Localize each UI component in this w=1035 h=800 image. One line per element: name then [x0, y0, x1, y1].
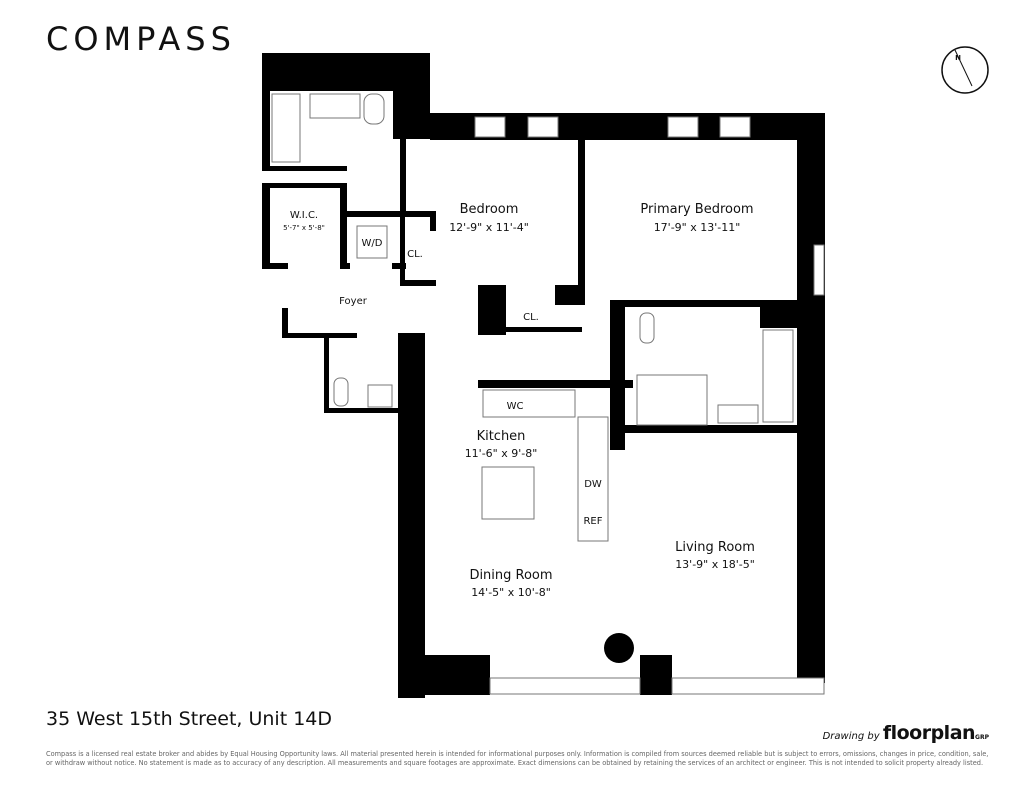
room-dining-dims: 14'-5" x 10'-8" — [471, 586, 551, 599]
room-closet-2: CL. — [523, 312, 539, 323]
room-living-dims: 13'-9" x 18'-5" — [675, 558, 755, 571]
svg-text:N: N — [955, 54, 961, 62]
room-wd: W/D — [362, 238, 383, 249]
legal-disclaimer: Compass is a licensed real estate broker… — [46, 750, 989, 767]
room-primary-bedroom-name: Primary Bedroom — [640, 202, 753, 217]
room-bedroom-name: Bedroom — [460, 202, 519, 217]
room-bedroom-dims: 12'-9" x 11'-4" — [449, 221, 529, 234]
room-wic-name: W.I.C. — [290, 210, 318, 221]
room-primary-bedroom-dims: 17'-9" x 13'-11" — [654, 221, 741, 234]
appliance-dw: DW — [584, 479, 602, 490]
compass-rose-icon: N — [941, 46, 989, 94]
windows — [474, 116, 825, 695]
walls — [262, 53, 825, 698]
room-dining-name: Dining Room — [469, 568, 552, 583]
room-foyer: Foyer — [339, 296, 368, 307]
fixtures — [271, 93, 794, 542]
room-kitchen-name: Kitchen — [477, 429, 526, 444]
room-kitchen-dims: 11'-6" x 9'-8" — [465, 447, 538, 460]
compass-logo: COMPASS — [46, 20, 236, 58]
property-address: 35 West 15th Street, Unit 14D — [46, 708, 333, 730]
room-wic-dims: 5'-7" x 5'-8" — [283, 224, 325, 232]
room-wc: WC — [507, 401, 524, 412]
appliance-ref: REF — [583, 516, 602, 527]
floorplan-credit: Drawing by floorplanGRP — [822, 722, 989, 744]
room-closet-1: CL. — [407, 249, 423, 260]
room-living-name: Living Room — [675, 540, 755, 555]
